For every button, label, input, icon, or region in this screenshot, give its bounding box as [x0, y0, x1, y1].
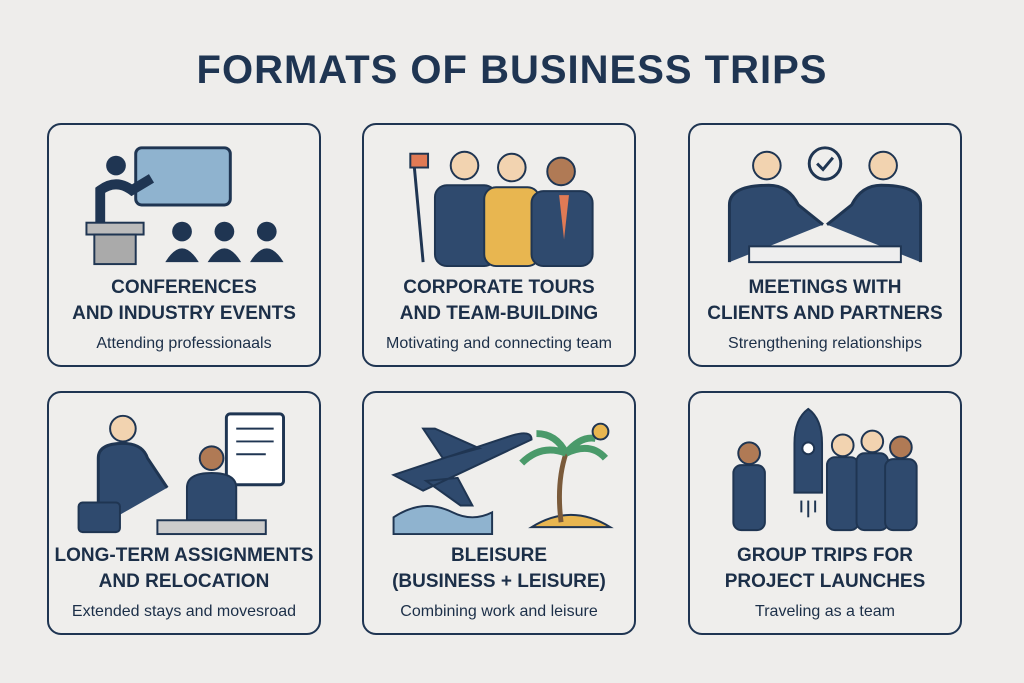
card-description: Extended stays and movesroad [71, 603, 297, 620]
card-title-line2: (BUSINESS + LEISURE) [392, 571, 606, 592]
card-description: Traveling as a team [755, 603, 895, 620]
card-description: Attending professionaals [96, 335, 272, 352]
plane-palm-beach-icon [391, 422, 614, 536]
card-description: Combining work and leisure [400, 603, 598, 620]
team-group-icon [409, 150, 594, 268]
card-bleisure: BLEISURE (BUSINESS + LEISURE) Combining w… [362, 391, 636, 635]
relocation-icon [77, 412, 286, 536]
card-title-line2: AND TEAM-BUILDING [399, 303, 599, 324]
card-corporate-tours: CORPORATE TOURS AND TEAM-BUILDING Motivat… [362, 123, 636, 367]
card-title-line1: LONG-TERM ASSIGNMENTS [54, 545, 314, 566]
card-title-line1: GROUP TRIPS FOR [737, 545, 913, 566]
card-title-line1: CONFERENCES [111, 277, 257, 298]
page-title: FORMATS OF BUSINESS TRIPS [196, 48, 828, 92]
rocket-team-icon [732, 407, 918, 532]
card-title-line2: PROJECT LAUNCHES [724, 571, 926, 592]
card-meetings: MEETINGS WITH CLIENTS AND PARTNERS Streng… [688, 123, 962, 367]
card-title-line1: CORPORATE TOURS [403, 277, 595, 298]
card-title-line2: CLIENTS AND PARTNERS [707, 303, 943, 324]
card-long-term: LONG-TERM ASSIGNMENTS AND RELOCATION Exte… [47, 391, 321, 635]
card-title-line2: AND RELOCATION [98, 571, 270, 592]
card-description: Strengthening relationships [728, 335, 922, 352]
card-conferences: CONFERENCES AND INDUSTRY EVENTS Attending… [47, 123, 321, 367]
card-group-trips: GROUP TRIPS FOR PROJECT LAUNCHES Travelin… [688, 391, 962, 635]
handshake-icon [727, 146, 923, 264]
card-title-line1: BLEISURE [450, 545, 548, 566]
card-title-line1: MEETINGS WITH [748, 277, 902, 298]
conference-presenter-icon [85, 146, 284, 266]
card-title-line2: AND INDUSTRY EVENTS [72, 303, 296, 324]
card-description: Motivating and connecting team [386, 335, 612, 352]
